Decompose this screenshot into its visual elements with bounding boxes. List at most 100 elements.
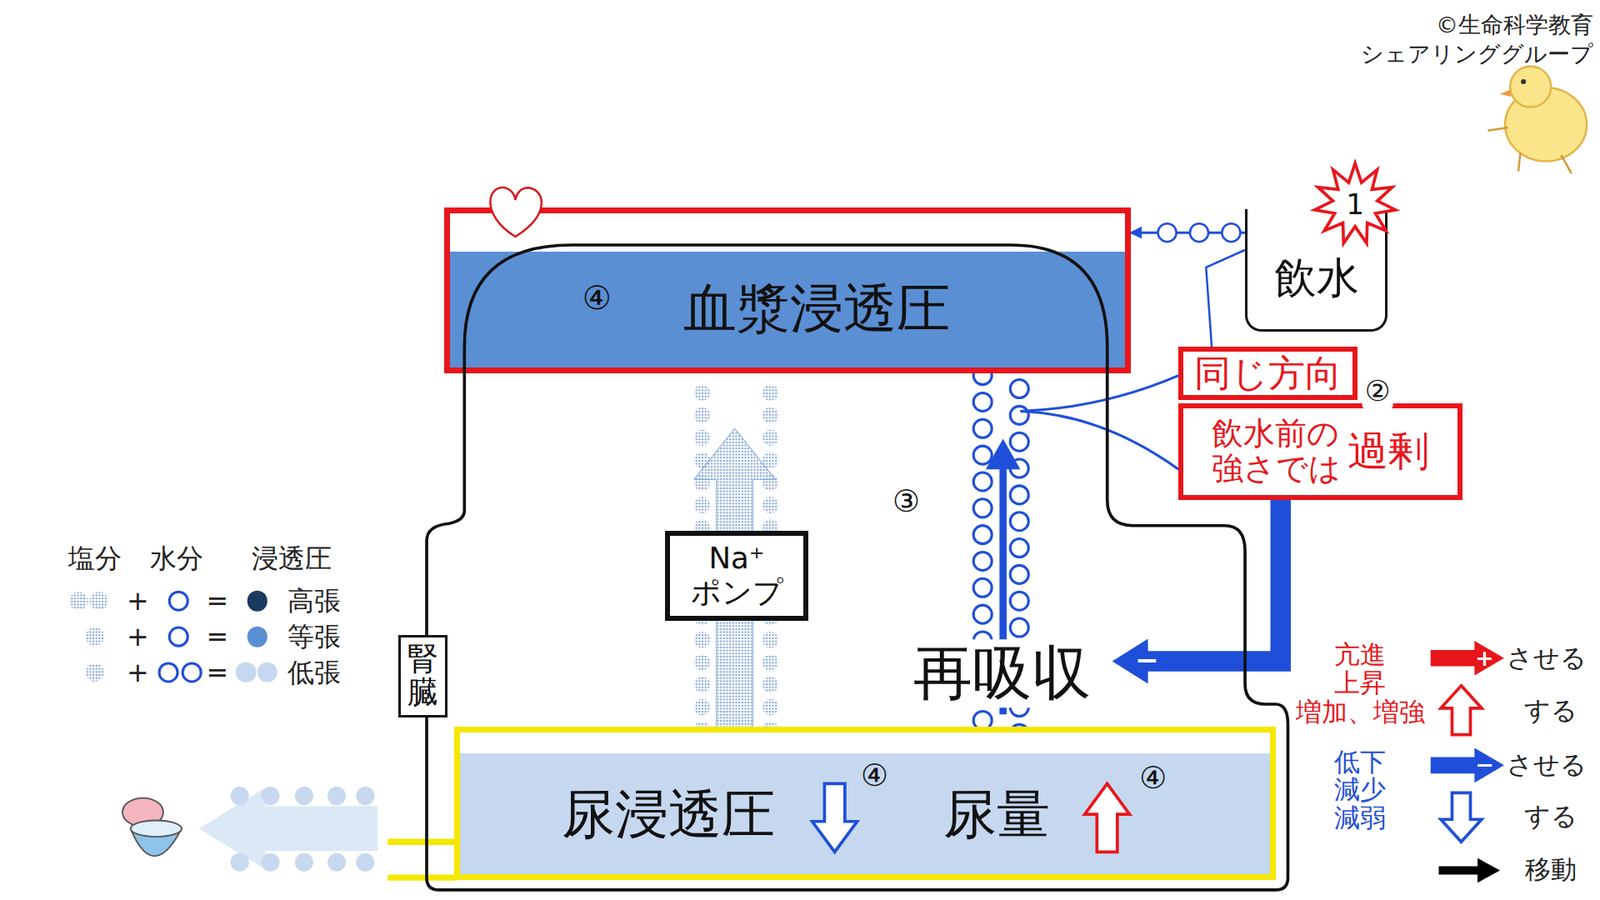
legend-term: 亢進 上昇 (1334, 641, 1386, 698)
water-particle (1221, 223, 1240, 242)
legend-term: 増加、増強 (1295, 697, 1425, 727)
callout-number: ④ (860, 757, 889, 793)
svg-circle (85, 663, 105, 682)
salt-particle (694, 496, 711, 514)
heart-icon (490, 187, 541, 237)
water-particle (973, 578, 992, 597)
legend-text: 等張 (287, 621, 341, 653)
na-pump-box: Na⁺ ポンプ (665, 530, 808, 621)
svg-circle (327, 853, 346, 872)
salt-particle (694, 699, 711, 716)
svg-circle (230, 853, 250, 872)
water-particle (973, 525, 992, 545)
callout-number: ③ (892, 484, 920, 520)
legend-text: する (1524, 696, 1578, 726)
salt-particle (762, 451, 780, 469)
water-particle (973, 445, 992, 465)
callout-number: 1 (1345, 188, 1365, 221)
legend-text: 高張 (287, 585, 341, 617)
water-particle (1010, 565, 1029, 584)
leader-lines (1020, 375, 1179, 470)
legend-header: 塩分 (68, 542, 122, 574)
water-particle (973, 419, 992, 438)
svg-circle (355, 786, 375, 805)
salt-particle (762, 385, 780, 402)
operator: = (205, 621, 229, 653)
salt-particle (694, 430, 711, 447)
salt-particle (694, 407, 711, 425)
salt-particle (762, 474, 780, 491)
note-box: 同じ方向 (1178, 346, 1357, 400)
svg-path (1020, 375, 1179, 412)
plasma-osmotic-box: 血漿浸透圧 (444, 207, 1131, 375)
connector-line (1205, 250, 1245, 347)
copyright-note: ©生命科学教育 シェアリンググループ (1360, 10, 1594, 69)
legend-text: 移動 (1525, 855, 1577, 885)
salt-particle (762, 407, 780, 425)
svg-polygon (1440, 792, 1482, 842)
node-text: 飲水 (1274, 253, 1360, 303)
legend-swatch (246, 590, 267, 611)
svg-circle (169, 591, 188, 610)
svg-path (1020, 410, 1179, 470)
inhibit-arrow (1112, 500, 1281, 684)
excretion-arrow (199, 786, 378, 872)
legend-text: させる (1506, 643, 1587, 673)
svg-circle (182, 663, 201, 682)
salt-particle (762, 496, 780, 514)
operator: + (126, 585, 150, 617)
svg-circle (1510, 66, 1551, 108)
node-text: 同じ方向 (1194, 352, 1342, 395)
svg-circle (260, 786, 280, 805)
plus-sign: + (1475, 645, 1495, 671)
salt-particle (694, 631, 711, 649)
svg-polygon (1440, 685, 1482, 735)
legend-swatch (235, 662, 256, 683)
svg-path (1487, 127, 1571, 174)
water-particle (973, 499, 992, 518)
svg-circle (90, 591, 109, 610)
callout-number: ④ (582, 279, 612, 317)
connector (1205, 250, 1245, 347)
legend-text: する (1524, 801, 1578, 831)
svg-circle (85, 627, 105, 646)
connector (1130, 223, 1245, 242)
water-particle (1190, 223, 1209, 242)
svg-polygon (199, 787, 378, 870)
water-particle (973, 551, 992, 570)
process-label: 再吸収 (910, 639, 1094, 708)
water-particle (973, 605, 992, 624)
svg-circle (295, 853, 314, 872)
operator: + (126, 621, 150, 653)
organ-label: 腎臓 (398, 635, 449, 718)
increase-arrow (1085, 783, 1130, 852)
salt-particle (694, 474, 711, 491)
salt-particle (762, 699, 780, 716)
node-text: 飲水前の 強さでは (1211, 416, 1341, 486)
salt-particle (762, 631, 780, 649)
toilet (122, 798, 182, 857)
water-particle (1158, 223, 1177, 242)
inhibit-sign: − (1135, 645, 1160, 678)
svg-circle (1520, 79, 1526, 85)
node-text: 過剰 (1347, 428, 1430, 475)
starburst-shape (1315, 163, 1396, 244)
node-text: Na⁺ ポンプ (690, 541, 784, 610)
salt-particle (694, 654, 711, 671)
operator: = (205, 585, 229, 617)
chick (1487, 66, 1587, 175)
salt-particle (762, 430, 780, 447)
urine-tube (387, 841, 457, 878)
water-particle (973, 392, 992, 411)
operator: + (126, 657, 150, 689)
legend-text: 低張 (287, 657, 341, 689)
callout-number: ② (1362, 375, 1394, 408)
legend-header: 水分 (150, 542, 204, 574)
legend-swatch (246, 626, 267, 647)
starburst (1315, 163, 1396, 244)
note-box: 飲水前の 強さでは過剰 (1178, 403, 1462, 500)
kidney-outline-path (426, 245, 1288, 890)
water-particle (1010, 405, 1029, 425)
svg-circle (159, 663, 178, 682)
water-particle (1010, 512, 1029, 531)
